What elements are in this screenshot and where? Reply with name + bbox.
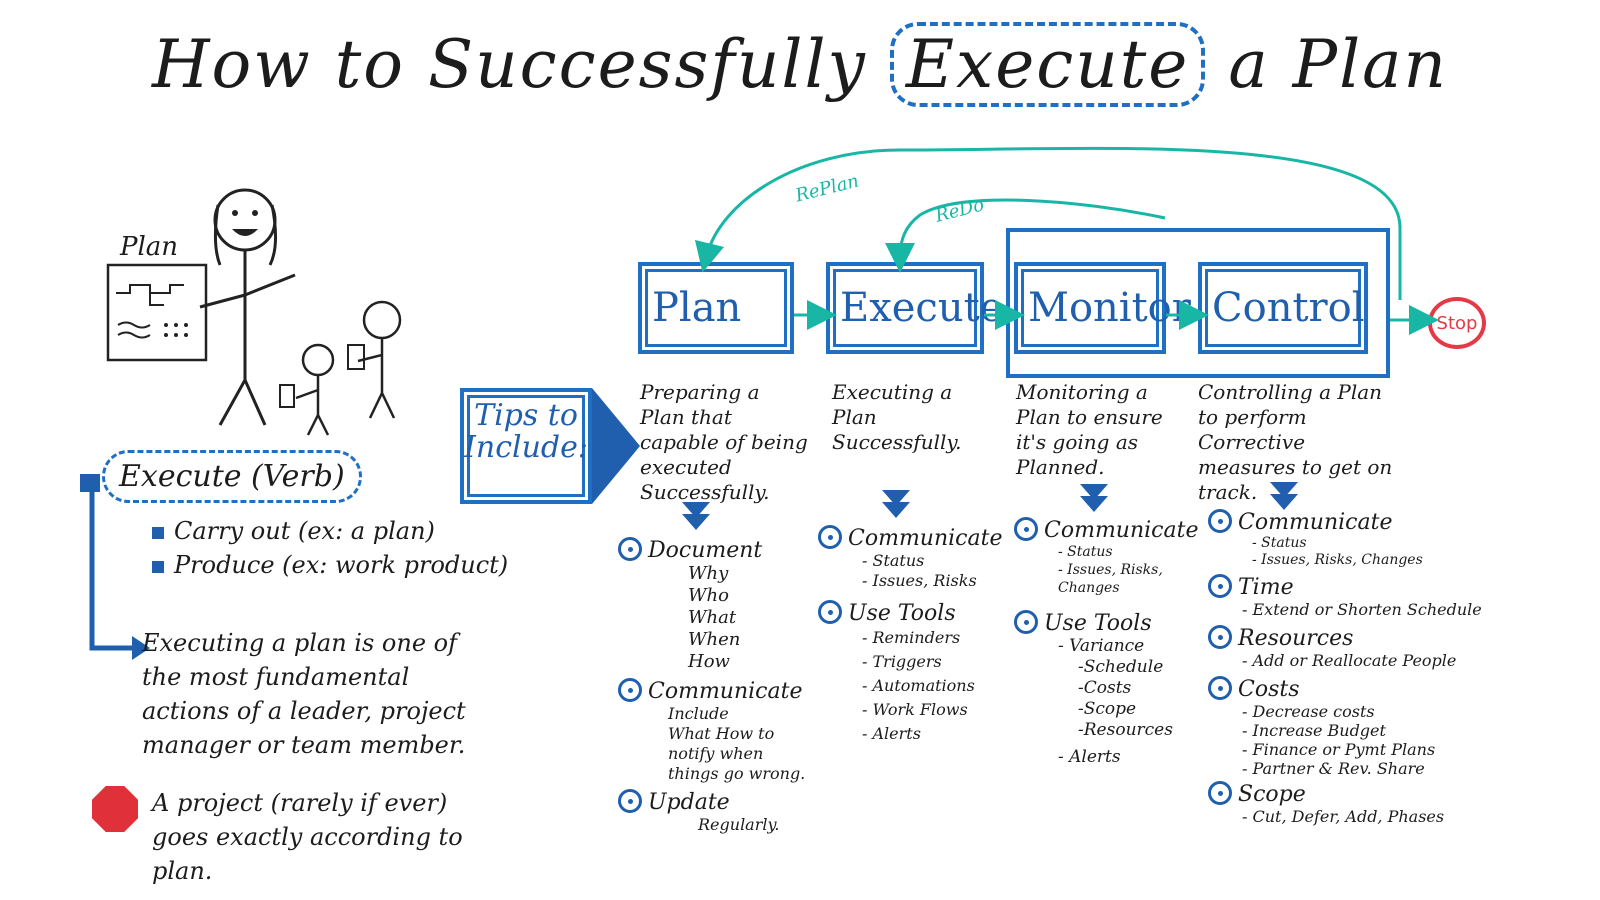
title-part1: How to Successfully — [151, 26, 867, 103]
definition-statement: Executing a plan is one of the most fund… — [142, 629, 466, 759]
down-arrow-icon — [1080, 496, 1108, 512]
tip-sub: Include — [668, 704, 729, 723]
tip-sub: - Reminders — [862, 628, 961, 647]
title-highlight: Execute — [889, 22, 1206, 107]
definition-item: Produce (ex: work product) — [152, 548, 508, 582]
tip-sub: - Status — [862, 551, 925, 570]
tip-sub: - Extend or Shorten Schedule — [1242, 600, 1482, 619]
tip-label: Use Tools — [1044, 611, 1152, 636]
monitor-description: Monitoring a Plan to ensure it's going a… — [1016, 380, 1163, 479]
tip-sub: -Scope — [1078, 699, 1137, 719]
circle-bullet-icon — [1208, 781, 1232, 805]
circle-bullet-icon — [1014, 517, 1038, 541]
tip-sub: - Issues, Risks, Changes — [1252, 552, 1423, 568]
tip-sub: - Alerts — [862, 724, 921, 743]
down-arrow-icon — [682, 514, 710, 530]
tip-label: Time — [1238, 575, 1294, 600]
tip-sub: - Issues, Risks, Changes — [1058, 562, 1163, 596]
tip-sub: -Resources — [1078, 720, 1173, 740]
plan-board-label: Plan — [120, 232, 179, 262]
down-arrow-icon — [882, 502, 910, 518]
tip-label: Communicate — [648, 679, 803, 704]
circle-bullet-icon — [1208, 574, 1232, 598]
square-bullet-icon — [152, 527, 164, 539]
tip-label: Use Tools — [848, 601, 956, 626]
definition-connector — [80, 474, 150, 660]
plan-tips: Document Why Who What When How Communica… — [618, 537, 848, 835]
stick-figure-illustration — [106, 188, 402, 436]
tip-sub: What — [688, 607, 737, 628]
tip-sub: - Decrease costs — [1242, 702, 1375, 721]
tip-sub: When — [688, 629, 741, 650]
tip-sub: - Increase Budget — [1242, 721, 1386, 740]
tip-sub: - Alerts — [1058, 747, 1121, 767]
definition-item: Carry out (ex: a plan) — [152, 514, 508, 548]
warning-note: A project (rarely if ever) goes exactly … — [152, 789, 463, 885]
circle-bullet-icon — [1208, 509, 1232, 533]
circle-bullet-icon — [1014, 610, 1038, 634]
circle-bullet-icon — [618, 789, 642, 813]
monitor-tips: Communicate - Status - Issues, Risks, Ch… — [1014, 517, 1214, 768]
execute-tips: Communicate - Status - Issues, Risks Use… — [818, 525, 1008, 746]
tip-sub: How — [688, 651, 730, 672]
flow-box-monitor: Monitor — [1014, 262, 1191, 354]
tip-sub: Who — [688, 585, 729, 606]
title-part2: a Plan — [1228, 26, 1449, 103]
circle-bullet-icon — [618, 678, 642, 702]
tips-box: Tips to Include: — [460, 388, 592, 504]
square-bullet-icon — [152, 561, 164, 573]
circle-bullet-icon — [818, 600, 842, 624]
tip-sub: - Triggers — [862, 652, 942, 671]
stop-sign-icon — [92, 786, 138, 832]
tip-sub: - Work Flows — [862, 700, 968, 719]
tip-sub: - Status — [1058, 544, 1113, 560]
tip-sub: - Finance or Pymt Plans — [1242, 740, 1436, 759]
tip-sub: Regularly. — [698, 815, 780, 834]
tip-label: Scope — [1238, 782, 1306, 807]
control-description: Controlling a Plan to perform Corrective… — [1198, 380, 1393, 504]
control-tips: Communicate - Status - Issues, Risks, Ch… — [1208, 509, 1498, 827]
tip-sub: - Add or Reallocate People — [1242, 651, 1457, 670]
tip-sub: notify when — [668, 744, 764, 763]
tip-label: Update — [648, 790, 730, 815]
tips-arrow-icon — [592, 388, 640, 504]
plan-board — [106, 263, 208, 362]
plan-description: Preparing a Plan that capable of being e… — [640, 380, 808, 504]
tip-sub: - Partner & Rev. Share — [1242, 759, 1425, 778]
circle-bullet-icon — [618, 537, 642, 561]
execute-description: Executing a Plan Successfully. — [832, 380, 962, 454]
tip-label: Communicate — [1238, 510, 1393, 535]
tip-sub: -Schedule — [1078, 657, 1164, 677]
definition-list: Carry out (ex: a plan) Produce (ex: work… — [152, 514, 508, 582]
tip-sub: Why — [688, 563, 729, 584]
tip-sub: - Variance — [1058, 636, 1145, 656]
tip-sub: - Status — [1252, 535, 1307, 551]
tip-label: Costs — [1238, 677, 1300, 702]
down-arrow-icon — [1270, 494, 1298, 510]
tip-label: Communicate — [848, 526, 1003, 551]
tip-sub: things go wrong. — [668, 764, 806, 783]
flow-box-control: Control — [1198, 262, 1368, 354]
circle-bullet-icon — [1208, 676, 1232, 700]
tip-label: Document — [648, 538, 763, 563]
tip-label: Resources — [1238, 626, 1354, 651]
circle-bullet-icon — [818, 525, 842, 549]
page-title: How to Successfully Execute a Plan — [0, 22, 1600, 107]
tip-sub: What How to — [668, 724, 775, 743]
tip-sub: - Automations — [862, 676, 975, 695]
tip-sub: -Costs — [1078, 678, 1132, 698]
tip-sub: - Issues, Risks — [862, 571, 977, 590]
definition-heading: Execute (Verb) — [102, 450, 362, 503]
tip-label: Communicate — [1044, 518, 1199, 543]
tip-sub: - Cut, Defer, Add, Phases — [1242, 807, 1445, 826]
circle-bullet-icon — [1208, 625, 1232, 649]
